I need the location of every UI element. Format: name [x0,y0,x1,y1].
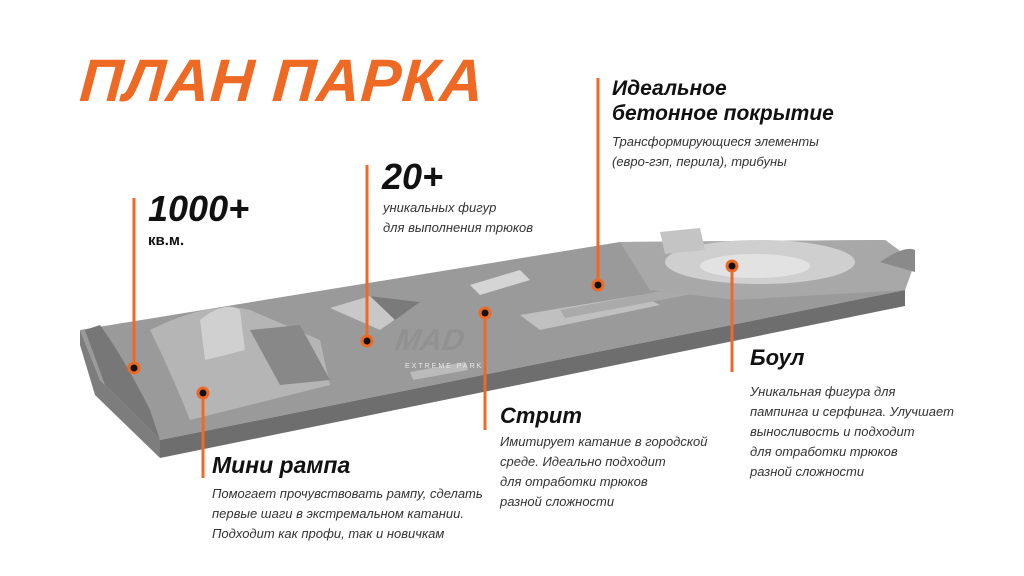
desc-line: для отработки трюков [750,444,898,459]
mini-ramp-shape [85,325,160,440]
desc-line: Помогает прочувствовать рампу, сделать [212,486,483,501]
mini-ramp-quarter [200,306,245,360]
concrete-title: Идеальное бетонное покрытие [612,76,834,126]
park-slab-left [80,330,160,458]
marker-dot [127,361,141,375]
title-line: Идеальное [612,77,727,100]
bowl-quarter [880,248,915,272]
desc-line: пампинга и серфинга. Улучшает [750,404,954,419]
desc-line: разной сложности [750,464,865,479]
watermark-text: EXTREME PARK [405,363,483,370]
bowl-desc: Уникальная фигура для пампинга и серфинг… [750,382,954,482]
stat-figures-value: 20+ [382,156,444,197]
desc-line: (евро-гэп, перила), трибуны [612,154,787,169]
desc-line: для выполнения трюков [383,220,534,235]
marker-dot [591,278,605,292]
street-title: Стрит [500,403,582,428]
bowl-inner [700,254,810,278]
concrete-desc: Трансформирующиеся элементы (евро-гэп, п… [612,132,819,172]
desc-line: выносливость и подходит [750,424,915,439]
watermark-logo: MAD [390,323,471,357]
marker-dot [725,259,739,273]
miniramp-desc: Помогает прочувствовать рампу, сделать п… [212,484,483,544]
desc-line: среде. Идеально подходит [500,454,666,469]
bowl-platform [660,228,705,254]
desc-line: первые шаги в экстремальном катании. [212,506,464,521]
park-slab-front [160,290,905,458]
street-box [470,270,530,295]
marker-dot [196,386,210,400]
desc-line: Уникальная фигура для [750,384,896,399]
pyramid-face [370,296,420,320]
desc-line: Подходит как профи, так и новичкам [212,526,445,541]
desc-line: разной сложности [500,494,615,509]
stat-figures-desc: уникальных фигур для выполнения трюков [383,198,533,238]
desc-line: уникальных фигур [383,200,497,215]
desc-line: для отработки трюков [500,474,648,489]
bowl-title: Боул [750,345,805,370]
desc-line: Имитирует катание в городской [500,434,708,449]
street-desc: Имитирует катание в городской среде. Иде… [500,432,707,512]
stat-area-value: 1000+ [148,188,250,229]
miniramp-title: Мини рампа [212,452,351,478]
marker-dot [478,306,492,320]
street-ledge [410,362,468,380]
page-title: ПЛАН ПАРКА [77,47,487,114]
desc-line: Трансформирующиеся элементы [612,134,819,149]
marker-dot [360,334,374,348]
mini-ramp-bank [250,325,330,385]
title-line: бетонное покрытие [612,102,834,125]
stat-area-unit: кв.м. [148,232,185,249]
